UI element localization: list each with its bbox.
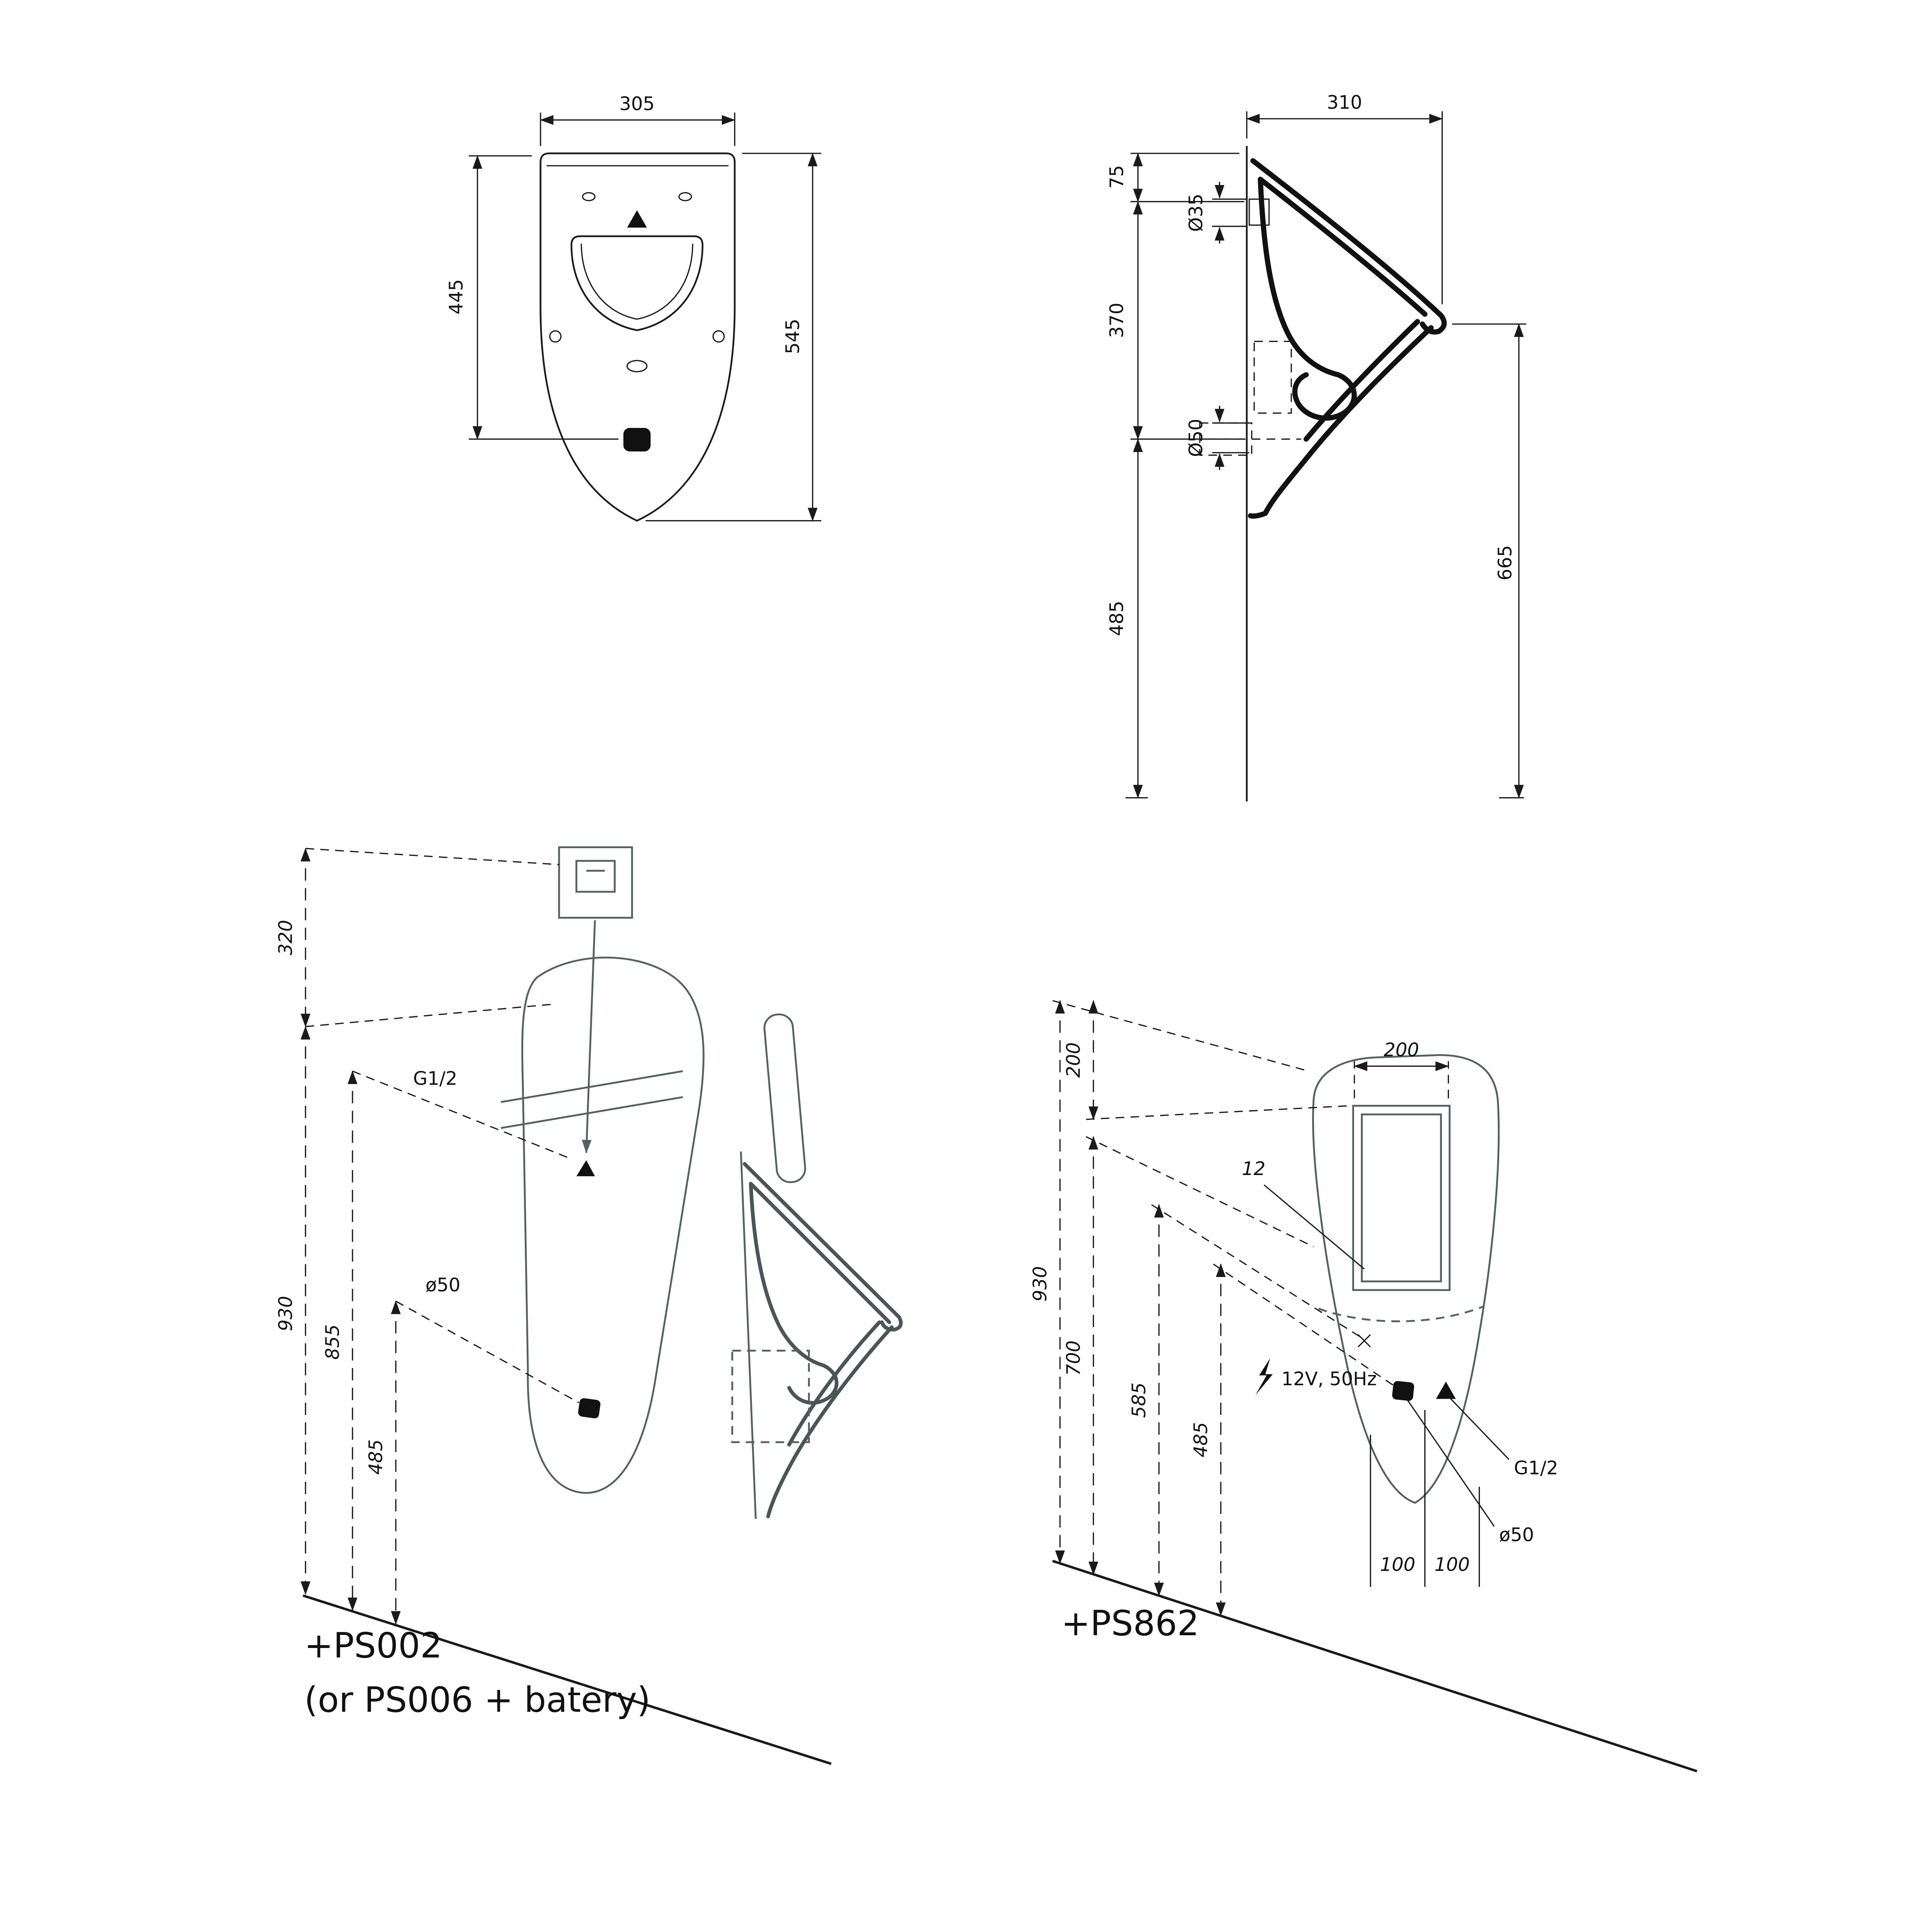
- side-dim-mid-height: 370: [1106, 303, 1128, 338]
- isoL-dim-total-height: 930: [275, 1296, 296, 1332]
- section-underside-outer: [1262, 325, 1434, 516]
- outlet-leader-line: [395, 1301, 579, 1403]
- urinal-outline: [539, 152, 736, 522]
- ext-line: [1212, 422, 1250, 454]
- rim-band: [501, 1070, 683, 1129]
- isoR-label-power: 12V, 50Hz: [1281, 1368, 1377, 1390]
- section-trap: [787, 1364, 838, 1405]
- urinal-rear-outline: [1312, 1054, 1500, 1504]
- isoL-label-outlet-dia: ø50: [425, 1274, 460, 1296]
- isoR-dim-offset-left: 100: [1380, 1554, 1415, 1575]
- side-dim-rim-height: 665: [1495, 545, 1516, 581]
- projection-line: [1086, 1105, 1350, 1120]
- power-point-x-mark: [1357, 1334, 1371, 1348]
- hidden-trap-box: [1253, 340, 1292, 414]
- projection-line: [305, 848, 559, 866]
- section-underside-inner: [787, 1320, 881, 1447]
- ext-line: [469, 155, 619, 440]
- isoL-caption-line2: (or PS006 + batery): [304, 1680, 650, 1720]
- section-basin-floor: [749, 1182, 826, 1367]
- isoR-dim-cutout-width: 200: [1384, 1039, 1419, 1061]
- isoR-dim-cutout-depth: 12: [1242, 1158, 1265, 1180]
- front-view: 305 445 545: [446, 93, 821, 522]
- isoR-dim-top-offset: 200: [1063, 1042, 1084, 1078]
- basin-inner-line: [580, 243, 694, 320]
- front-dim-total-height: 545: [782, 319, 804, 354]
- projection-line: [1052, 1000, 1309, 1072]
- section-rim: [743, 1162, 901, 1324]
- offset-ext-lines: [1370, 1410, 1480, 1587]
- ext-line: [540, 112, 736, 146]
- isoR-dim-cutout-bottom: 700: [1063, 1340, 1084, 1376]
- isoR-dim-total-height: 930: [1029, 1266, 1051, 1302]
- sensor-triangle-icon: [1436, 1381, 1456, 1399]
- projection-line: [1085, 1136, 1314, 1248]
- power-leader-line: [1151, 1204, 1361, 1338]
- hidden-outlet-box: [731, 1350, 810, 1443]
- side-dim-inlet-dia: Ø35: [1185, 194, 1207, 232]
- sensor-triangle-icon: [627, 210, 647, 228]
- overflow-hole: [626, 360, 648, 372]
- section-bottom: [1248, 510, 1268, 519]
- rim-hole-left: [549, 330, 562, 343]
- section-trap: [1292, 372, 1357, 421]
- service-cutout-inner: [1361, 1113, 1442, 1282]
- hidden-bottom-line: [1318, 1305, 1485, 1322]
- iso-left-view: 320 930 855 485 G1/2 ø50 +PS002 (or PS00…: [275, 846, 903, 1765]
- section-top-outer: [1250, 158, 1444, 318]
- isoL-caption-line1: +PS002: [304, 1626, 442, 1666]
- side-dim-top-offset: 75: [1106, 165, 1128, 189]
- side-dim-lower-height: 485: [1106, 601, 1128, 636]
- sensor-triangle-icon: [576, 1160, 595, 1177]
- supply-route-line: [582, 920, 596, 1154]
- isoR-caption: +PS862: [1061, 1604, 1199, 1644]
- ext-line: [1125, 153, 1524, 799]
- isoR-dim-offset-right: 100: [1434, 1554, 1470, 1575]
- urinal-iso-outline: [521, 956, 705, 1494]
- section-tip: [880, 1315, 903, 1332]
- service-cutout-outer: [1352, 1105, 1451, 1291]
- drain-leader-line: [1213, 1264, 1396, 1387]
- rim-hole-right: [712, 330, 725, 343]
- side-view: 310 75 Ø35 370 Ø50 485 665: [1106, 92, 1527, 802]
- section-wall-line: [740, 1151, 757, 1519]
- isoR-dim-outlet-height: 485: [1190, 1422, 1212, 1458]
- front-dim-width: 305: [619, 93, 655, 115]
- basin-rim: [570, 235, 704, 331]
- drain-icon: [578, 1398, 600, 1418]
- fixing-hole-right: [678, 192, 692, 201]
- cistern-inner: [575, 860, 616, 893]
- inlet-spud: [1248, 198, 1270, 226]
- isoL-dim-outlet-height: 485: [365, 1439, 387, 1475]
- ext-line: [1246, 111, 1443, 304]
- isoL-dim-cistern-offset: 320: [275, 920, 296, 956]
- lightning-icon: [1255, 1358, 1273, 1395]
- front-dim-basin-height: 445: [446, 279, 467, 315]
- outlet-leader-line: [1407, 1400, 1495, 1527]
- ext-line: [1212, 198, 1247, 227]
- side-dim-depth: 310: [1327, 92, 1362, 114]
- section-underside: [766, 1325, 894, 1519]
- cutout-depth-leader: [1264, 1184, 1365, 1270]
- flush-pipe: [763, 1013, 806, 1183]
- projection-line: [305, 1003, 552, 1027]
- drain-icon: [623, 428, 651, 452]
- inlet-leader-line: [352, 1070, 572, 1160]
- floor-line: [1052, 1560, 1697, 1772]
- inlet-leader-line: [1449, 1397, 1510, 1460]
- section-top-inner: [1258, 177, 1428, 317]
- isoR-label-outlet-dia: ø50: [1499, 1524, 1534, 1546]
- side-dim-outlet-dia: Ø50: [1185, 419, 1207, 457]
- fixing-hole-left: [582, 192, 596, 201]
- floor-line: [303, 1594, 832, 1765]
- isoL-dim-inlet-height: 855: [322, 1324, 344, 1360]
- cistern-sketch: [558, 846, 633, 919]
- iso-right-view: 200 12 930 200 700 585 485 12V, 50Hz G1/…: [1029, 1000, 1697, 1772]
- section-underside-inner: [1303, 319, 1420, 442]
- isoR-dim-power-height: 585: [1128, 1383, 1150, 1418]
- drain-icon: [1392, 1381, 1414, 1401]
- isoL-label-inlet-thread: G1/2: [413, 1068, 457, 1089]
- isoR-label-inlet-thread: G1/2: [1514, 1458, 1558, 1479]
